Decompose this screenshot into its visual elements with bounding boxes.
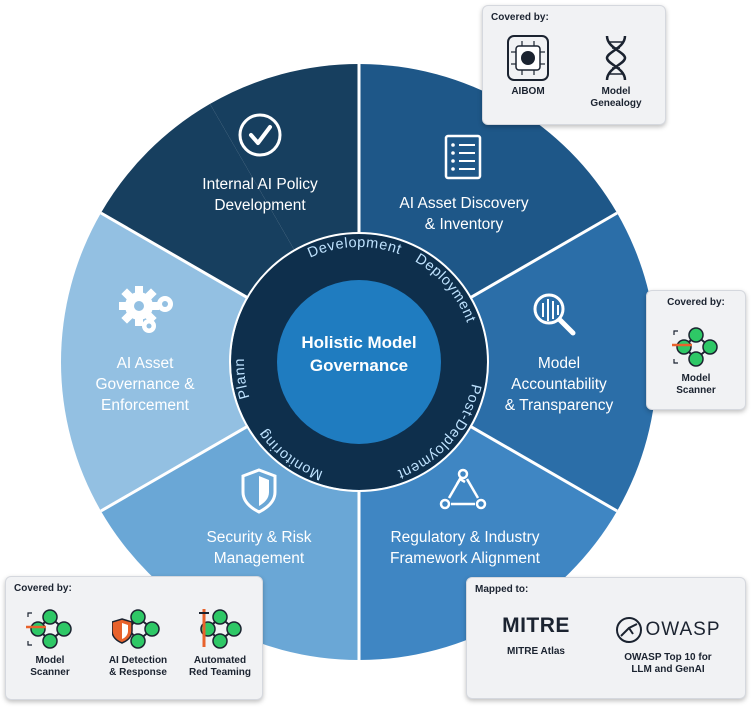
owasp-wasp-icon <box>616 617 643 643</box>
item-label: MITRE Atlas <box>507 646 565 657</box>
network-shield-icon <box>112 609 160 649</box>
segment-accountability-line1: Model <box>538 355 580 372</box>
owasp-logo-text: OWASP <box>645 619 721 640</box>
segment-governance-line3: Enforcement <box>101 397 190 414</box>
segment-security: Security & Risk Management <box>206 468 312 567</box>
card-bottom-right: Mapped to: MITRE MITRE Atlas OWASP OWASP… <box>466 577 746 699</box>
item-label-line2: LLM and GenAI <box>631 664 705 675</box>
magnifier-icon <box>533 293 576 336</box>
item-label-line2: & Response <box>109 667 167 678</box>
wedge-accountability <box>359 213 657 511</box>
card-item-aibom: AIBOM <box>497 34 559 98</box>
item-label-line1: Model <box>681 373 711 384</box>
shield-icon <box>241 468 277 514</box>
segment-accountability-line2: Accountability <box>511 376 607 393</box>
segment-policy: Internal AI Policy Development <box>202 113 318 214</box>
segment-discovery-line2: & Inventory <box>425 216 504 233</box>
segment-security-line2: Management <box>214 550 305 567</box>
network-scan-icon <box>672 327 718 367</box>
segment-discovery-line1: AI Asset Discovery <box>399 195 528 212</box>
segment-policy-line2: Development <box>214 197 306 214</box>
card-item-red-teaming: Automated Red Teaming <box>182 607 258 679</box>
item-label-line1: OWASP Top 10 for <box>624 652 712 663</box>
card-right: Covered by: Model Scanner <box>646 290 746 410</box>
center-title-line1: Holistic Model <box>301 333 416 352</box>
segment-accountability-line3: & Transparency <box>505 397 614 414</box>
network-sword-icon <box>199 609 242 649</box>
segment-discovery: AI Asset Discovery & Inventory <box>399 134 529 233</box>
card-item-mitre: MITRE MITRE Atlas <box>481 614 591 658</box>
card-title: Mapped to: <box>475 584 529 595</box>
cycle-icon <box>439 468 487 510</box>
item-label-line2: Red Teaming <box>188 667 252 678</box>
segment-regulatory-line2: Framework Alignment <box>390 550 541 567</box>
segment-governance-line2: Governance & <box>95 376 195 393</box>
card-bottom-left: Covered by: Model Scanner AI Detection &… <box>5 576 263 700</box>
item-label-line1: Model <box>35 655 65 666</box>
checkmark-circle-icon <box>238 113 282 157</box>
card-item-ai-detection: AI Detection & Response <box>100 607 176 679</box>
segment-security-line1: Security & Risk <box>206 529 311 546</box>
item-label-line2: Genealogy <box>590 98 642 109</box>
item-label-line2: Scanner <box>30 667 70 678</box>
center-title-line2: Governance <box>310 356 408 375</box>
card-item-model-scanner: Model Scanner <box>661 325 731 397</box>
card-item-model-genealogy: Model Genealogy <box>583 34 649 110</box>
item-label-line1: Model <box>601 86 631 97</box>
segment-regulatory-line1: Regulatory & Industry <box>390 529 539 546</box>
segment-accountability: Model Accountability & Transparency <box>505 293 614 414</box>
card-item-model-scanner: Model Scanner <box>14 607 86 679</box>
item-label-line2: Scanner <box>676 385 716 396</box>
checklist-icon <box>444 134 482 180</box>
item-label-line1: AI Detection <box>108 655 168 666</box>
card-title: Covered by: <box>491 12 549 23</box>
card-title: Covered by: <box>667 297 725 308</box>
mitre-logo: MITRE <box>502 614 570 637</box>
network-scan-icon <box>26 609 72 649</box>
owasp-logo: OWASP <box>595 616 741 644</box>
item-label: AIBOM <box>511 86 545 97</box>
segment-governance-line1: AI Asset <box>117 355 175 372</box>
card-item-owasp: OWASP OWASP Top 10 for LLM and GenAI <box>595 616 741 676</box>
item-label-line1: Automated <box>193 655 247 666</box>
center-circle <box>277 280 441 444</box>
segment-policy-line1: Internal AI Policy <box>202 176 318 193</box>
card-title: Covered by: <box>14 583 72 594</box>
dna-icon <box>605 35 627 81</box>
card-top-right: Covered by: AIBOM Model Genealogy <box>482 5 666 125</box>
segment-regulatory: Regulatory & Industry Framework Alignmen… <box>390 468 541 567</box>
chip-icon <box>507 35 549 81</box>
